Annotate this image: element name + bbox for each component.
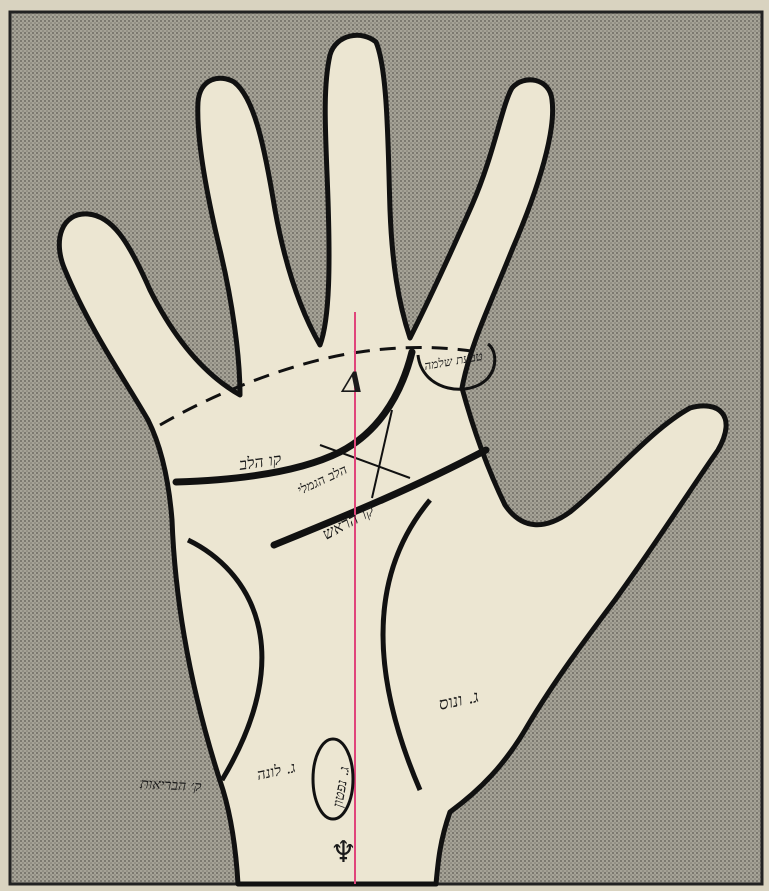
neptune-symbol: ♆: [330, 835, 357, 870]
health-line-label: ק׳ הבריאות: [139, 776, 202, 795]
triangle-mark: Δ: [340, 366, 364, 399]
